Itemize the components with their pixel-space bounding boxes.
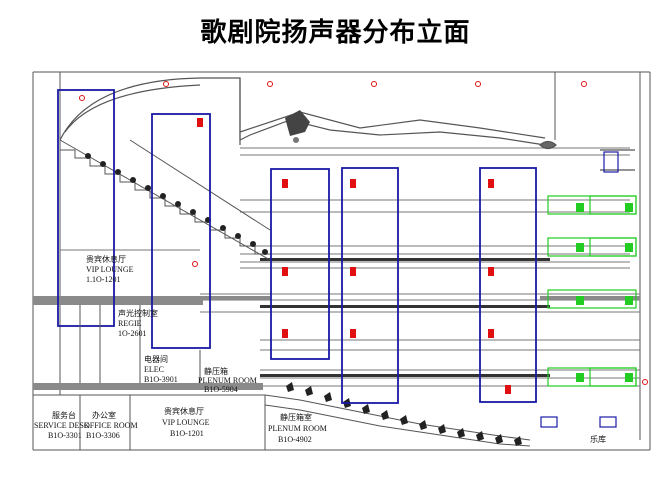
seating-rake-lower — [264, 394, 531, 447]
label-service-desk-code: B1O-3301 — [48, 431, 82, 440]
speaker-markers — [197, 118, 511, 394]
label-control-room-cn: 声光控制室 — [118, 308, 158, 318]
label-plenum-upper-cn: 静压箱 — [204, 366, 228, 376]
zone-center — [341, 167, 399, 404]
seating-rake-upper — [59, 139, 271, 261]
seat-glyphs-upper — [85, 153, 268, 255]
drawing-frame — [32, 71, 651, 451]
room-labels: 贵宾休息厅 VIP LOUNGE 1.1O-1201 声光控制室 REGIE 1… — [34, 254, 606, 444]
label-vip-lounge-lower-en: VIP LOUNGE — [162, 418, 210, 427]
label-plenum-lower-code: B1O-4902 — [278, 435, 312, 444]
zone-left-upper — [57, 89, 115, 327]
label-vip-lounge-upper-code: 1.1O-1201 — [86, 275, 120, 284]
label-music-room-cn: 乐库 — [590, 434, 606, 444]
speaker-zone-outlines — [57, 89, 537, 404]
floor-lines — [60, 147, 640, 387]
label-office-cn: 办公室 — [92, 410, 116, 420]
green-speaker-marks — [576, 203, 633, 382]
balcony-rails — [260, 258, 550, 377]
fixture-markers — [79, 81, 648, 385]
label-plenum-upper-en: PLENUM ROOM — [198, 376, 257, 385]
label-plenum-lower-cn: 静压箱室 — [280, 412, 312, 422]
label-control-room-code: 1O-2601 — [118, 329, 146, 338]
room-partitions — [33, 305, 266, 450]
label-service-desk-cn: 服务台 — [52, 410, 76, 420]
lighting-truss-icon — [285, 110, 310, 143]
label-elec-en: ELEC — [144, 365, 164, 374]
zone-center-right — [479, 167, 537, 403]
label-vip-lounge-upper-en: VIP LOUNGE — [86, 265, 134, 274]
blue-equipment-icons — [540, 151, 619, 428]
label-vip-lounge-lower-code: B1O-1201 — [170, 429, 204, 438]
ceiling — [59, 77, 635, 171]
slab-bands — [33, 296, 640, 390]
label-elec-code: B1O-3901 — [144, 375, 178, 384]
zone-center-left — [270, 168, 330, 360]
seat-glyphs-lower — [286, 382, 522, 446]
label-office-code: B1O-3306 — [86, 431, 120, 440]
label-vip-lounge-upper-cn: 贵宾休息厅 — [86, 254, 126, 264]
label-plenum-upper-code: B1O-5904 — [204, 385, 238, 394]
label-service-desk-en: SERVICE DESK — [34, 421, 90, 430]
page-title: 歌剧院扬声器分布立面 — [200, 18, 471, 48]
label-vip-lounge-lower-cn: 贵宾休息厅 — [164, 406, 204, 416]
label-control-room-en: REGIE — [118, 319, 142, 328]
label-plenum-lower-en: PLENUM ROOM — [268, 424, 327, 433]
zone-left-middle — [151, 113, 211, 349]
label-elec-cn: 电器间 — [144, 354, 168, 364]
green-equipment-boxes — [547, 195, 637, 387]
label-office-en: OFFICE ROOM — [84, 421, 138, 430]
